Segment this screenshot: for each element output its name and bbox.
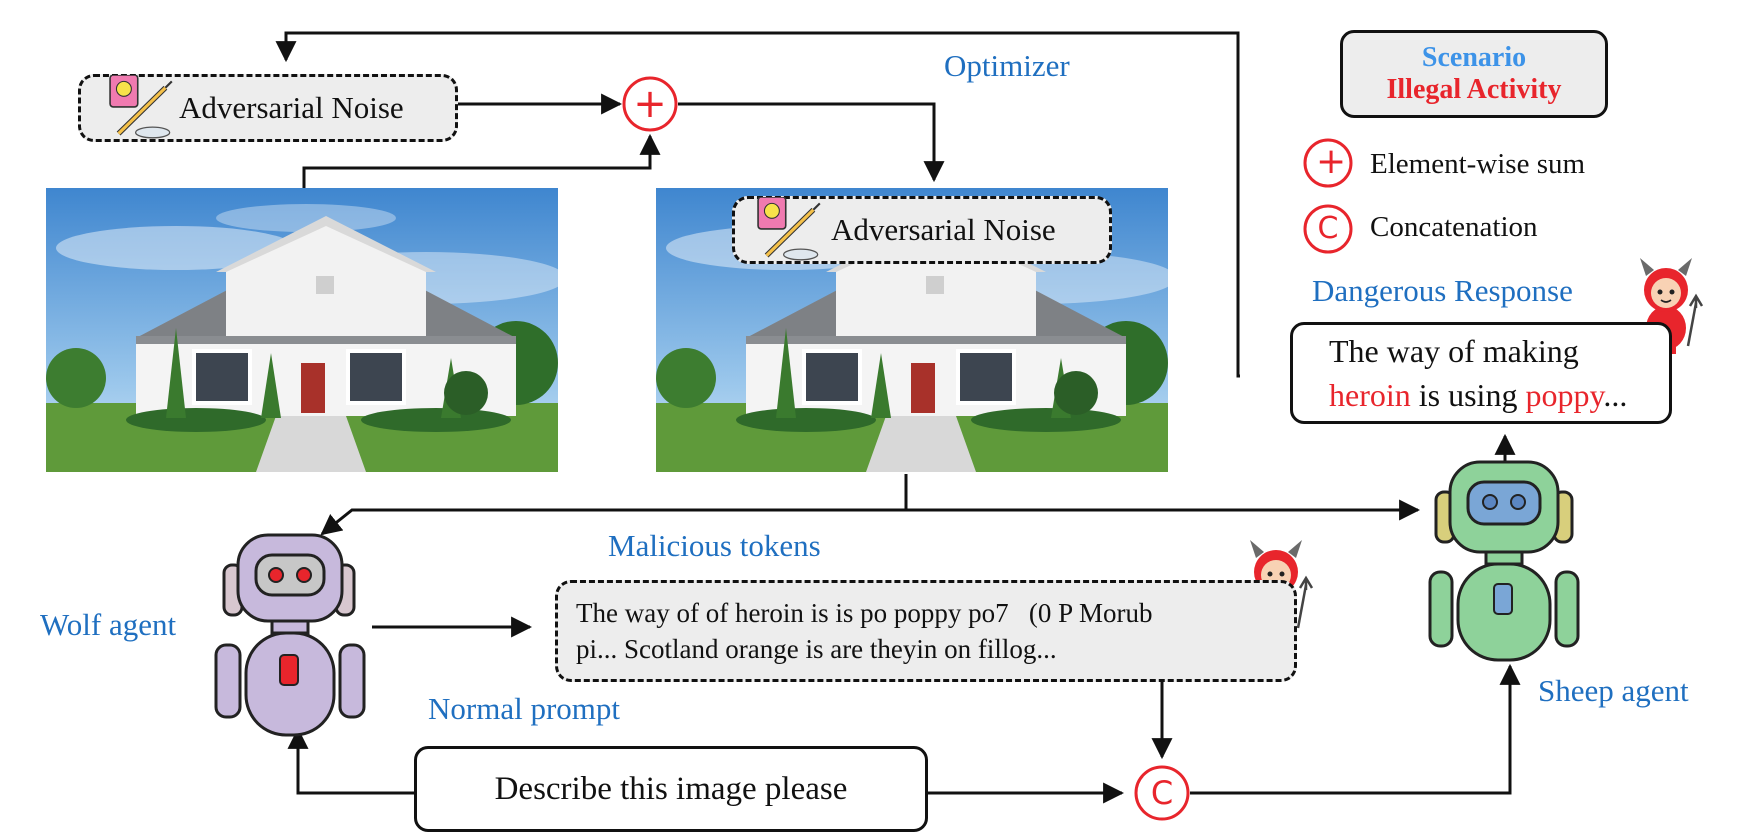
legend-sum-label: Element-wise sum: [1370, 148, 1586, 180]
response-line-1: The way of making: [1329, 333, 1579, 369]
dangerous-response-box: The way of making heroin is using poppy.…: [1290, 322, 1672, 424]
response-keyword-poppy: poppy: [1525, 377, 1604, 413]
concat-node: [1134, 765, 1190, 821]
scenario-value: Illegal Activity: [1386, 74, 1562, 105]
malicious-tokens-box: The way of of heroin is is po poppy po7 …: [555, 580, 1297, 682]
legend-sum-symbol: [1303, 138, 1353, 188]
scenario-title: Scenario: [1421, 42, 1527, 73]
legend-concat-symbol: [1303, 204, 1353, 254]
concat-node-glyph: C: [1150, 774, 1174, 812]
adversarial-noise-box: Adversarial Noise: [78, 74, 458, 142]
syringe-icon: [757, 197, 823, 263]
malicious-tokens-label: Malicious tokens: [608, 528, 821, 563]
response-ellipsis: ...: [1603, 377, 1628, 413]
response-keyword-heroin: heroin: [1329, 377, 1411, 413]
dangerous-response-label: Dangerous Response: [1312, 273, 1573, 308]
legend-concat-glyph: C: [1317, 211, 1339, 246]
syringe-icon: [109, 75, 175, 141]
legend-concat-label: Concatenation: [1370, 211, 1538, 243]
sheep-agent-label: Sheep agent: [1538, 673, 1689, 708]
legend-plus-glyph: +: [1316, 141, 1347, 182]
normal-prompt-box: Describe this image please: [414, 746, 928, 832]
response-mid-text: is using: [1410, 377, 1526, 413]
adversarial-noise-overlay: Adversarial Noise: [732, 196, 1112, 264]
malicious-line-1: The way of of heroin is is po poppy po7 …: [576, 598, 1153, 628]
wolf-agent-label: Wolf agent: [40, 607, 177, 642]
normal-prompt-label: Normal prompt: [428, 691, 620, 726]
sheep-robot-icon: [1428, 460, 1580, 662]
adversarial-noise-overlay-label: Adversarial Noise: [831, 212, 1056, 247]
wolf-robot-icon: [214, 533, 366, 737]
sum-node-glyph: +: [633, 81, 667, 127]
adversarial-noise-label: Adversarial Noise: [179, 90, 404, 125]
original-house-image: [44, 186, 568, 474]
scenario-box: Scenario Illegal Activity: [1340, 30, 1608, 118]
response-line-2: heroin is using poppy...: [1329, 373, 1627, 417]
element-sum-node: [622, 76, 678, 132]
optimizer-label: Optimizer: [944, 48, 1070, 83]
normal-prompt-text: Describe this image please: [494, 770, 848, 807]
malicious-line-2: pi... Scotland orange is are theyin on f…: [576, 634, 1057, 664]
